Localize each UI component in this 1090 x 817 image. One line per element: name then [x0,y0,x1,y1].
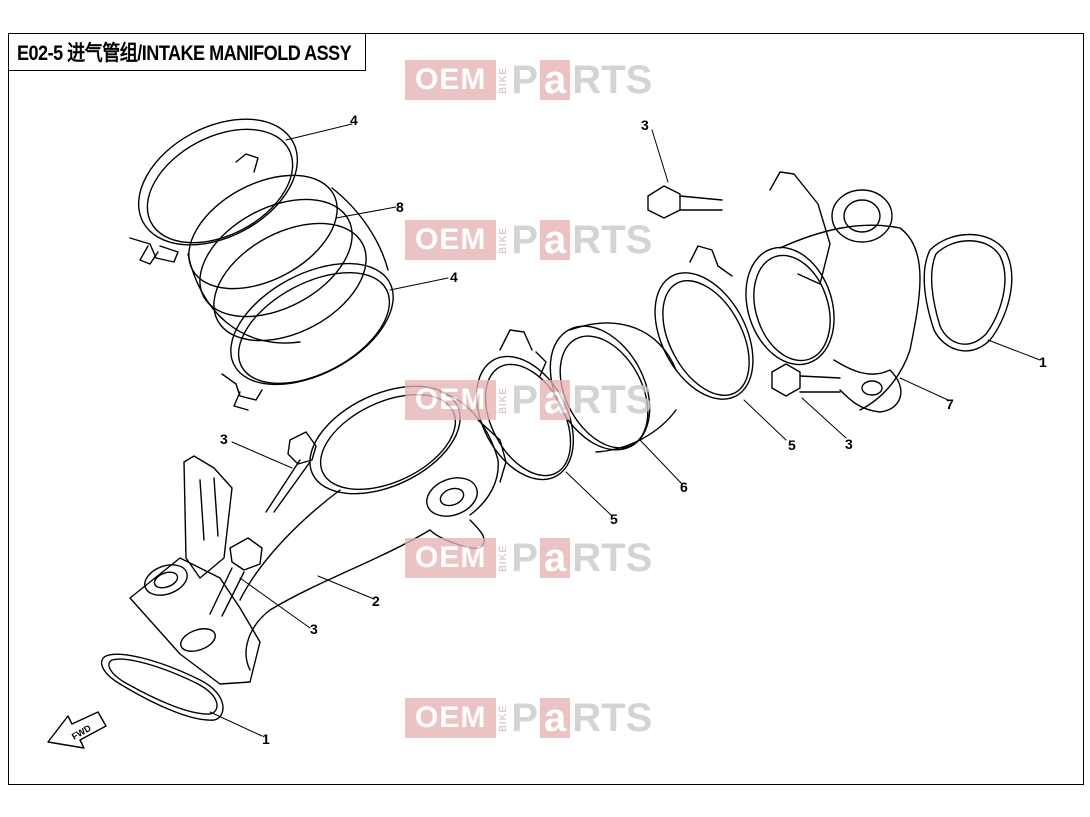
callout-bolt-right-upper: 3 [641,117,649,133]
callout-clamp-lower: 4 [450,269,458,285]
callout-manifold-right: 7 [946,396,954,412]
bolt-right-upper [647,185,723,219]
callout-gasket-left: 1 [262,731,270,747]
callout-clamp-right: 5 [788,437,796,453]
callout-clamp-upper: 4 [350,112,358,128]
gasket-lower-left [100,653,224,721]
drawing-frame [8,33,1084,785]
callout-rubber-boot: 6 [680,479,688,495]
callout-bolt-left-lower: 3 [310,621,318,637]
callout-hose: 8 [396,199,404,215]
bolt-left-lower [209,537,263,617]
callout-bolt-right-lower: 3 [845,436,853,452]
connecting-hose [187,174,389,344]
hose-clamp-lower [221,262,394,411]
callout-manifold-left: 2 [372,593,380,609]
bolt-right-lower [771,363,841,397]
fwd-arrow-icon [47,711,107,749]
gasket-right [923,233,1013,352]
diagram-title: E02-5 进气管组/INTAKE MANIFOLD ASSY [17,42,352,65]
bolt-left-upper [265,431,317,513]
leader-lines [209,123,1041,737]
callout-gasket-right: 1 [1039,354,1047,370]
hose-clamp-right [654,245,754,400]
callout-clamp-middle: 5 [610,511,618,527]
intake-manifold-right [745,171,921,413]
rubber-boot [549,322,677,453]
title-box: E02-5 进气管组/INTAKE MANIFOLD ASSY [8,33,366,71]
hose-clamp-upper [129,118,299,265]
callout-bolt-left-upper: 3 [220,431,228,447]
